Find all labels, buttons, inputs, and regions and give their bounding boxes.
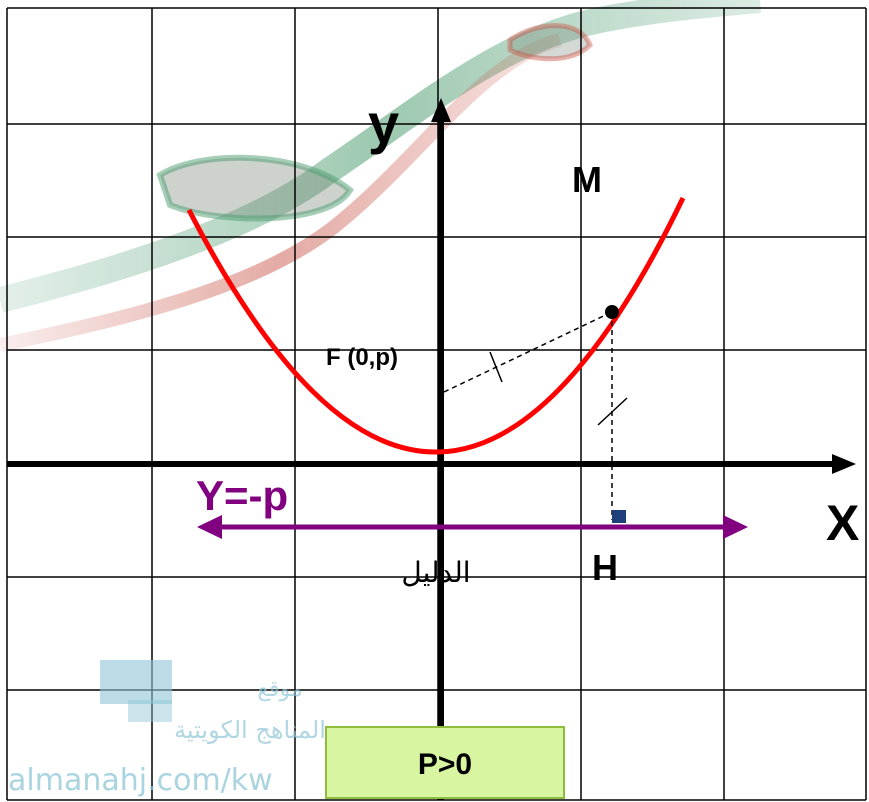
grid — [6, 7, 867, 801]
x-axis-arrowhead — [832, 454, 856, 474]
watermark: موقع المناهج الكويتية almanahj.com/kw — [8, 660, 326, 798]
x-axis-label: X — [826, 495, 859, 551]
directrix-arrow-left — [197, 515, 222, 539]
condition-box-bg — [325, 726, 565, 799]
y-axis-label: y — [368, 92, 399, 155]
right-angle-marker — [612, 510, 626, 523]
point-h-label: H — [592, 547, 618, 588]
directrix-equation-label: Y=-p — [196, 472, 288, 519]
focus-label: F (0,p) — [326, 344, 398, 371]
focus-to-m-segment — [443, 311, 613, 393]
construction-lines — [443, 311, 613, 520]
tick-mark-fm — [489, 351, 503, 383]
directrix-word-label: الدليل — [401, 556, 470, 589]
watermark-logo-block — [100, 660, 172, 704]
equal-length-ticks — [489, 351, 628, 426]
directrix — [197, 515, 748, 539]
axes — [7, 98, 856, 800]
condition-label: P>0 — [418, 748, 472, 781]
y-axis-arrowhead — [431, 98, 451, 122]
point-m-label: M — [572, 159, 602, 200]
condition-box: P>0 — [325, 726, 565, 799]
watermark-url: almanahj.com/kw — [8, 763, 273, 798]
point-m-dot — [605, 305, 619, 319]
watermark-line2: المناهج الكويتية — [174, 716, 326, 744]
decorative-ribbon — [0, 0, 762, 352]
watermark-line1: موقع — [257, 677, 302, 702]
directrix-arrow-right — [723, 515, 748, 539]
watermark-logo-block-2 — [128, 700, 172, 722]
tick-mark-mh — [597, 397, 628, 426]
